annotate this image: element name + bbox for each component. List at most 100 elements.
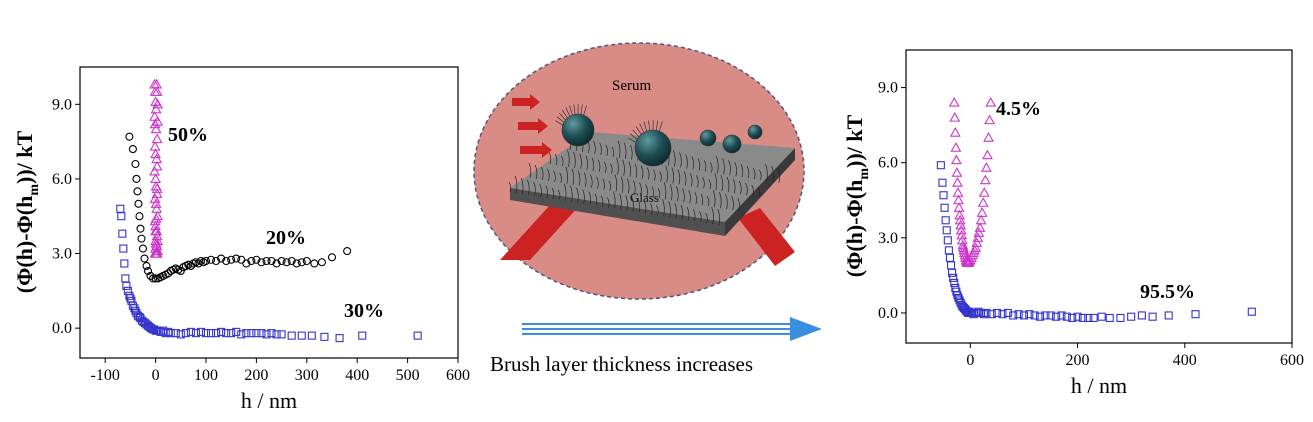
data-point bbox=[150, 173, 162, 183]
data-point bbox=[343, 247, 352, 256]
data-point bbox=[961, 257, 973, 267]
particle-chains bbox=[555, 103, 663, 143]
x-tick-label: 0 bbox=[152, 367, 160, 384]
data-point bbox=[164, 327, 173, 336]
data-point bbox=[116, 204, 125, 213]
annotation-label: 50% bbox=[168, 124, 208, 146]
data-point bbox=[282, 258, 291, 267]
data-point bbox=[958, 302, 967, 311]
data-point bbox=[1041, 311, 1050, 320]
data-point bbox=[161, 329, 170, 338]
data-point bbox=[957, 242, 969, 252]
y-tick-label: 0.0 bbox=[878, 305, 898, 322]
data-point bbox=[135, 212, 144, 221]
data-point bbox=[242, 259, 251, 268]
data-point bbox=[176, 330, 185, 339]
data-point bbox=[1030, 311, 1039, 320]
data-point bbox=[1014, 310, 1023, 319]
data-point bbox=[125, 291, 134, 300]
particles bbox=[561, 113, 763, 167]
annotation-label: 30% bbox=[344, 300, 384, 322]
data-point bbox=[150, 198, 162, 208]
data-point bbox=[1148, 312, 1157, 321]
data-point bbox=[1116, 313, 1125, 323]
data-point bbox=[125, 132, 134, 141]
data-point bbox=[297, 258, 306, 267]
data-point bbox=[993, 308, 1002, 317]
data-point bbox=[267, 256, 276, 266]
data-point bbox=[1073, 312, 1082, 321]
data-point bbox=[149, 193, 161, 203]
data-point bbox=[151, 86, 163, 96]
data-point bbox=[277, 330, 286, 339]
data-point bbox=[1003, 308, 1012, 317]
data-point bbox=[120, 259, 129, 268]
data-point bbox=[247, 256, 256, 266]
data-point bbox=[983, 132, 995, 142]
data-point bbox=[287, 331, 296, 340]
data-point bbox=[963, 255, 975, 266]
glass-slab-top bbox=[510, 132, 795, 222]
data-point bbox=[149, 274, 158, 283]
data-point bbox=[151, 183, 163, 193]
data-point bbox=[232, 327, 241, 336]
data-point bbox=[262, 330, 271, 339]
x-tick-label: 100 bbox=[194, 367, 218, 384]
x-axis-label: h / nm bbox=[241, 388, 297, 413]
data-point bbox=[949, 127, 961, 137]
data-point bbox=[143, 266, 153, 275]
data-point bbox=[267, 329, 276, 338]
data-point bbox=[1025, 310, 1034, 319]
data-point bbox=[938, 178, 947, 187]
data-point bbox=[335, 334, 344, 343]
data-point bbox=[948, 268, 957, 277]
series-50% bbox=[149, 78, 164, 258]
data-point bbox=[137, 234, 146, 243]
data-point bbox=[1084, 313, 1093, 323]
data-point bbox=[140, 254, 149, 263]
data-point bbox=[317, 258, 326, 267]
data-point bbox=[952, 187, 964, 197]
data-point bbox=[954, 209, 966, 220]
series-4.5% bbox=[948, 96, 997, 267]
data-point bbox=[150, 123, 162, 134]
plot-frame bbox=[905, 49, 1293, 344]
data-point bbox=[320, 332, 329, 341]
data-point bbox=[287, 256, 296, 266]
data-point bbox=[982, 308, 991, 317]
data-point bbox=[969, 244, 981, 255]
data-point bbox=[964, 308, 973, 317]
data-point bbox=[151, 133, 163, 144]
series-30% bbox=[116, 204, 422, 343]
data-point bbox=[972, 232, 984, 242]
glass-label: Glass bbox=[630, 190, 659, 205]
glass-slab-front bbox=[510, 188, 725, 236]
data-point bbox=[956, 234, 968, 245]
data-point bbox=[217, 254, 226, 263]
data-point bbox=[954, 293, 963, 302]
data-point bbox=[1062, 312, 1071, 321]
glass-slab-side bbox=[725, 148, 795, 236]
data-point bbox=[156, 327, 165, 336]
data-point bbox=[252, 329, 261, 338]
data-point bbox=[979, 174, 991, 185]
data-point bbox=[956, 229, 968, 240]
data-point bbox=[150, 148, 162, 159]
y-tick-label: 0.0 bbox=[52, 320, 72, 337]
x-tick-label: 500 bbox=[396, 367, 420, 384]
data-point bbox=[958, 247, 970, 257]
data-point bbox=[118, 229, 127, 238]
data-point bbox=[1052, 312, 1061, 321]
data-point bbox=[257, 258, 266, 267]
data-point bbox=[181, 329, 190, 338]
data-point bbox=[960, 254, 972, 265]
data-point bbox=[941, 216, 950, 225]
y-axis-label: (Φ(h)-Φ(hm))/ kT bbox=[842, 114, 872, 277]
data-point bbox=[960, 252, 971, 262]
data-point bbox=[186, 327, 195, 336]
data-point bbox=[119, 244, 128, 253]
data-point bbox=[159, 326, 168, 335]
data-point bbox=[955, 219, 967, 230]
data-point bbox=[142, 261, 151, 271]
data-point bbox=[950, 278, 959, 287]
